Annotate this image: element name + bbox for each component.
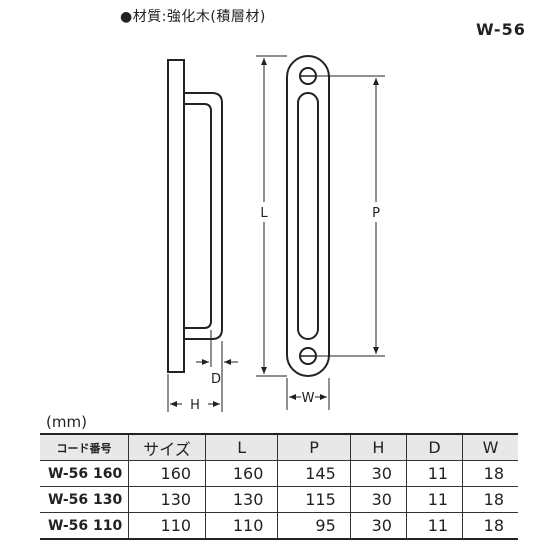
cell-code: W-56 110 [40,512,129,540]
cell-L: 130 [205,486,278,513]
cell-size: 130 [127,486,206,513]
cell-D: 11 [405,460,463,487]
cell-P: 95 [277,512,351,540]
cell-D: 11 [405,486,463,513]
cell-W: 18 [462,486,518,513]
dimension-label-H: H [190,398,200,413]
table-row: W-56 110 110 110 95 30 11 18 [40,512,518,540]
front-inner-slot [297,92,319,340]
technical-drawing: L P D H W [167,55,385,413]
header-L: L [205,433,278,461]
material-note: ●材質:強化木(積層材) [120,9,266,25]
dimension-label-D: D [211,372,221,387]
cell-W: 18 [462,460,518,487]
dimension-W: W [289,391,327,406]
model-code: W-56 [476,20,526,39]
dimension-label-W: W [302,391,315,406]
table-row: W-56 160 160 160 145 30 11 18 [40,460,518,487]
cell-code: W-56 130 [40,486,129,513]
handle-front-view [286,55,330,377]
front-outer-plate [286,55,330,377]
cell-H: 30 [349,486,407,513]
cell-D: 11 [405,512,463,540]
cell-H: 30 [349,460,407,487]
cell-size: 110 [127,512,206,540]
dimension-L: L [256,58,272,374]
dimension-label-P: P [372,206,380,221]
dimension-H: H [170,398,220,413]
header-code: コード番号 [40,433,129,461]
table-row: W-56 130 130 130 115 30 11 18 [40,486,518,513]
header-D: D [405,433,463,461]
header-H: H [349,433,407,461]
cell-P: 145 [277,460,351,487]
handle-side-view [167,59,223,373]
cell-P: 115 [277,486,351,513]
cell-L: 110 [205,512,278,540]
unit-label: (mm) [46,413,87,431]
side-grip-inner [184,103,212,329]
header-W: W [462,433,518,461]
dimension-D: D [196,359,238,387]
header-size: サイズ [127,433,206,461]
table-header-row: コード番号 サイズ L P H D W [40,433,518,461]
dimension-P: P [368,78,384,354]
side-base-plate [167,59,185,373]
side-grip-outer [184,92,223,340]
cell-W: 18 [462,512,518,540]
cell-size: 160 [127,460,206,487]
dimension-label-L: L [260,206,268,221]
cell-code: W-56 160 [40,460,129,487]
spec-table: コード番号 サイズ L P H D W W-56 160 160 160 145… [40,433,518,540]
cell-H: 30 [349,512,407,540]
header-P: P [277,433,351,461]
cell-L: 160 [205,460,278,487]
